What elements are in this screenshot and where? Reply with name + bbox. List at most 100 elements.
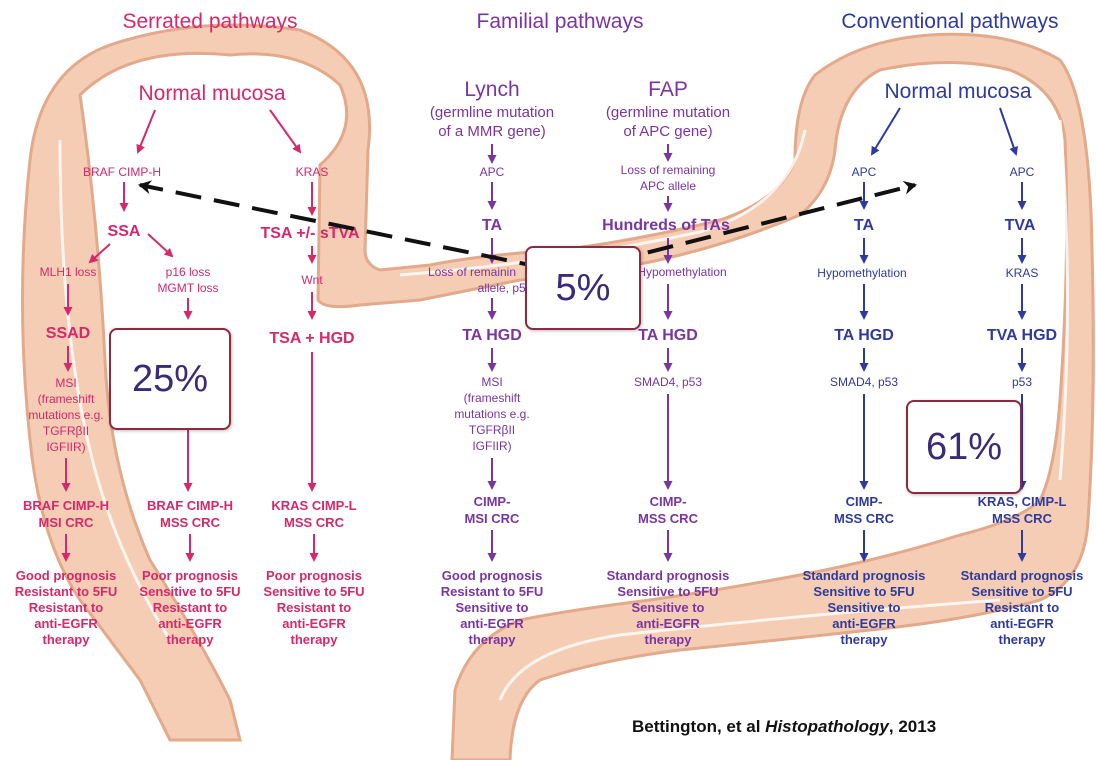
- citation-journal: Histopathology: [765, 717, 889, 736]
- serrated-crc3-line2: MSS CRC: [284, 515, 345, 530]
- serrated-normal-mucosa: Normal mucosa: [138, 82, 285, 105]
- serrated-ssad: SSAD: [46, 325, 90, 342]
- familial-msi-frameshift: (frameshift: [464, 391, 521, 405]
- serrated-outcome1-l4: anti-EGFR: [34, 616, 98, 631]
- conventional-crc-right-line2: MSS CRC: [992, 511, 1053, 526]
- familial-outcome-left-l2: Resistant to 5FU: [441, 584, 544, 599]
- conventional-ta-hgd: TA HGD: [834, 327, 894, 344]
- conventional-crc-left-line1: CIMP-: [846, 494, 883, 509]
- conventional-outcome-left-l2: Sensitive to 5FU: [813, 584, 914, 599]
- serrated-msi-tgfr: TGFRβII: [43, 424, 89, 438]
- familial-outcome-right-l3: Sensitive to: [632, 600, 705, 615]
- serrated-outcome2-l3: Resistant to: [153, 600, 227, 615]
- percent-box-serrated: 25%: [109, 328, 231, 430]
- familial-outcome-left-l5: therapy: [469, 632, 517, 647]
- familial-smad4: SMAD4, p53: [634, 375, 702, 389]
- heading-familial: Familial pathways: [477, 10, 644, 33]
- heading-serrated: Serrated pathways: [122, 10, 297, 33]
- conventional-kras: KRAS: [1006, 266, 1039, 280]
- conventional-ta: TA: [854, 217, 875, 234]
- conventional-apc-right: APC: [1010, 165, 1035, 179]
- serrated-outcome2-l1: Poor prognosis: [142, 568, 238, 583]
- familial-outcome-right-l1: Standard prognosis: [607, 568, 730, 583]
- familial-crc-right-line1: CIMP-: [650, 494, 687, 509]
- serrated-outcome2-l4: anti-EGFR: [158, 616, 222, 631]
- serrated-crc1-line1: BRAF CIMP-H: [23, 498, 109, 513]
- serrated-msi-igfiir: IGFIIR): [46, 440, 85, 454]
- familial-loss-remaining-2: APC allele: [640, 179, 696, 193]
- familial-hypomethylation: Hypomethylation: [637, 265, 726, 279]
- serrated-outcome1-l1: Good prognosis: [16, 568, 116, 583]
- conventional-p53: p53: [1012, 375, 1032, 389]
- conventional-crc-right-line1: KRAS, CIMP-L: [978, 494, 1067, 509]
- serrated-outcome3-l5: therapy: [291, 632, 339, 647]
- serrated-outcome1-l5: therapy: [43, 632, 91, 647]
- familial-msi-tgfr: TGFRβII: [469, 423, 515, 437]
- familial-outcome-right-l2: Sensitive to 5FU: [617, 584, 718, 599]
- serrated-crc2-line2: MSS CRC: [160, 515, 221, 530]
- heading-conventional: Conventional pathways: [841, 10, 1058, 33]
- serrated-mlh1-loss: MLH1 loss: [40, 265, 97, 279]
- familial-outcome-left-l3: Sensitive to: [456, 600, 529, 615]
- familial-lynch-sub1: (germline mutation: [430, 104, 554, 121]
- percent-box-familial: 5%: [525, 246, 641, 330]
- serrated-wnt: Wnt: [301, 273, 323, 287]
- conventional-smad4: SMAD4, p53: [830, 375, 898, 389]
- serrated-kras: KRAS: [296, 165, 329, 179]
- serrated-crc2-line1: BRAF CIMP-H: [147, 498, 233, 513]
- familial-msi-igfiir: IGFIIR): [472, 439, 511, 453]
- percent-box-conventional: 61%: [906, 400, 1022, 494]
- serrated-tsa-hgd: TSA + HGD: [269, 330, 354, 347]
- citation-authors: Bettington, et al: [632, 717, 765, 736]
- familial-msi: MSI: [481, 375, 502, 389]
- familial-ta-hgd-left: TA HGD: [462, 327, 522, 344]
- conventional-outcome-left-l5: therapy: [841, 632, 889, 647]
- serrated-outcome3-l4: anti-EGFR: [282, 616, 346, 631]
- serrated-msi: MSI: [55, 376, 76, 390]
- conventional-outcome-left-l4: anti-EGFR: [832, 616, 896, 631]
- familial-fap-sub1: (germline mutation: [606, 104, 730, 121]
- familial-outcome-right-l4: anti-EGFR: [636, 616, 700, 631]
- conventional-outcome-right-l3: Resistant to: [985, 600, 1059, 615]
- familial-msi-mutations: mutations e.g.: [454, 407, 529, 421]
- serrated-crc3-line1: KRAS CIMP-L: [271, 498, 356, 513]
- citation: Bettington, et al Histopathology, 2013: [632, 717, 936, 737]
- conventional-hypomethylation: Hypomethylation: [817, 266, 906, 280]
- familial-fap-sub2: of APC gene): [623, 123, 712, 140]
- conventional-apc-left: APC: [852, 165, 877, 179]
- conventional-outcome-left-l3: Sensitive to: [828, 600, 901, 615]
- conventional-crc-left-line2: MSS CRC: [834, 511, 895, 526]
- serrated-ssa: SSA: [108, 223, 141, 240]
- familial-hundreds-tas: Hundreds of TAs: [602, 217, 730, 234]
- familial-loss-remainin: Loss of remainin: [428, 265, 516, 279]
- conventional-tva: TVA: [1005, 217, 1036, 234]
- serrated-p16-loss: p16 loss: [166, 265, 211, 279]
- conventional-outcome-right-l2: Sensitive to 5FU: [971, 584, 1072, 599]
- serrated-mgmt-loss: MGMT loss: [157, 281, 218, 295]
- serrated-outcome3-l3: Resistant to: [277, 600, 351, 615]
- serrated-outcome1-l3: Resistant to: [29, 600, 103, 615]
- conventional-outcome-right-l5: therapy: [999, 632, 1047, 647]
- familial-ta-hgd-right: TA HGD: [638, 327, 698, 344]
- familial-lynch-sub2: of a MMR gene): [438, 123, 546, 140]
- serrated-outcome3-l1: Poor prognosis: [266, 568, 362, 583]
- serrated-outcome2-l5: therapy: [167, 632, 215, 647]
- conventional-outcome-right-l1: Standard prognosis: [961, 568, 1084, 583]
- familial-apc: APC: [480, 165, 505, 179]
- familial-crc-left-line1: CIMP-: [474, 494, 511, 509]
- serrated-crc1-line2: MSI CRC: [39, 515, 95, 530]
- conventional-outcome-right-l4: anti-EGFR: [990, 616, 1054, 631]
- familial-ta: TA: [482, 217, 503, 234]
- serrated-msi-mutations: mutations e.g.: [28, 408, 103, 422]
- serrated-outcome1-l2: Resistant to 5FU: [15, 584, 118, 599]
- familial-outcome-left-l1: Good prognosis: [442, 568, 542, 583]
- serrated-outcome3-l2: Sensitive to 5FU: [263, 584, 364, 599]
- serrated-braf-cimp: BRAF CIMP-H: [83, 165, 161, 179]
- familial-crc-left-line2: MSI CRC: [465, 511, 521, 526]
- conventional-outcome-left-l1: Standard prognosis: [803, 568, 926, 583]
- familial-crc-right-line2: MSS CRC: [638, 511, 699, 526]
- familial-outcome-left-l4: anti-EGFR: [460, 616, 524, 631]
- serrated-msi-frameshift: (frameshift: [38, 392, 95, 406]
- conventional-tva-hgd: TVA HGD: [987, 327, 1057, 344]
- conventional-normal-mucosa: Normal mucosa: [884, 80, 1031, 103]
